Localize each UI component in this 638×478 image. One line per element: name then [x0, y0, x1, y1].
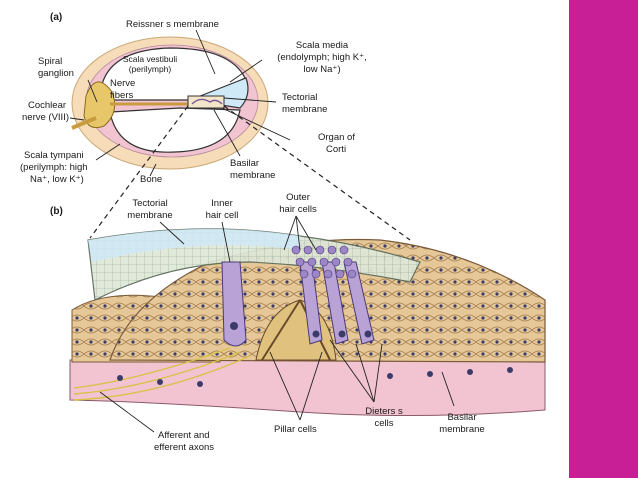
- dieters-label-1: Dieters s: [365, 406, 403, 417]
- tectorial-a-label-1: Tectorial: [282, 92, 317, 103]
- tectorial-a-label-2: membrane: [282, 104, 327, 115]
- inner-hair-cell-shape: [221, 261, 247, 347]
- scala-tympani-label-1: Scala tympani: [24, 150, 84, 161]
- scala-vestibuli-chamber: [99, 47, 246, 101]
- afferent-label-1: Afferent and: [158, 430, 210, 441]
- tectorial-b-label-2: membrane: [127, 210, 172, 221]
- cochlear-nerve-label-2: nerve (VIII): [22, 112, 69, 123]
- spiral-ganglion-label-2: ganglion: [38, 68, 74, 79]
- panel-b-tag: (b): [50, 206, 63, 217]
- zoom-lines: [89, 105, 411, 241]
- organ-corti-label-1: Organ of: [318, 132, 355, 143]
- organ-corti-small: [187, 95, 225, 109]
- organ-corti-label-2: Corti: [326, 144, 346, 155]
- panel-a-tag: (a): [50, 12, 62, 23]
- scala-media-label-3: low Na⁺): [303, 64, 340, 75]
- reissner-label: Reissner s membrane: [126, 19, 219, 30]
- spiral-ganglion-label-1: Spiral: [38, 56, 62, 67]
- stereocilia-array: [291, 245, 357, 279]
- scala-tympani-chamber: [109, 107, 241, 153]
- nerve-fibers-label-2: fibers: [110, 90, 133, 101]
- axons: [73, 347, 251, 401]
- pillar-label: Pillar cells: [274, 424, 317, 435]
- inner-hair-label-2: hair cell: [206, 210, 239, 221]
- side-panel: [569, 0, 638, 478]
- scala-tympani-label-2: (perilymph: high: [20, 162, 88, 173]
- inner-hair-label-1: Inner: [211, 198, 233, 209]
- outer-hair-label-2: hair cells: [279, 204, 317, 215]
- bone-label: Bone: [140, 174, 162, 185]
- outer-hair-cells-shape: [299, 261, 375, 345]
- tectorial-b-label-1: Tectorial: [132, 198, 167, 209]
- basilar-b-label-1: Basilar: [447, 412, 476, 423]
- basilar-a-label-1: Basilar: [230, 158, 259, 169]
- dieters-label-2: cells: [374, 418, 393, 429]
- scala-media-label-2: (endolymph; high K⁺,: [277, 52, 367, 63]
- outer-hair-label-1: Outer: [286, 192, 310, 203]
- afferent-label-2: efferent axons: [154, 442, 214, 453]
- panel-b: [69, 215, 546, 433]
- panel-a: [69, 29, 291, 177]
- scala-vestibuli-label-2: (perilymph): [129, 64, 172, 74]
- basilar-a-label-2: membrane: [230, 170, 275, 181]
- scala-tympani-label-3: Na⁺, low K⁺): [30, 174, 84, 185]
- basilar-b-label-2: membrane: [439, 424, 484, 435]
- cochlear-nerve: [71, 116, 97, 130]
- spiral-ganglion-shape: [83, 81, 116, 129]
- nerve-fibers-label-1: Nerve: [110, 78, 135, 89]
- scala-media-label-1: Scala media: [296, 40, 349, 51]
- basilar-layer: [69, 359, 546, 417]
- scala-vestibuli-label-1: Scala vestibuli: [123, 54, 177, 64]
- cochlear-nerve-label-1: Cochlear: [28, 100, 66, 111]
